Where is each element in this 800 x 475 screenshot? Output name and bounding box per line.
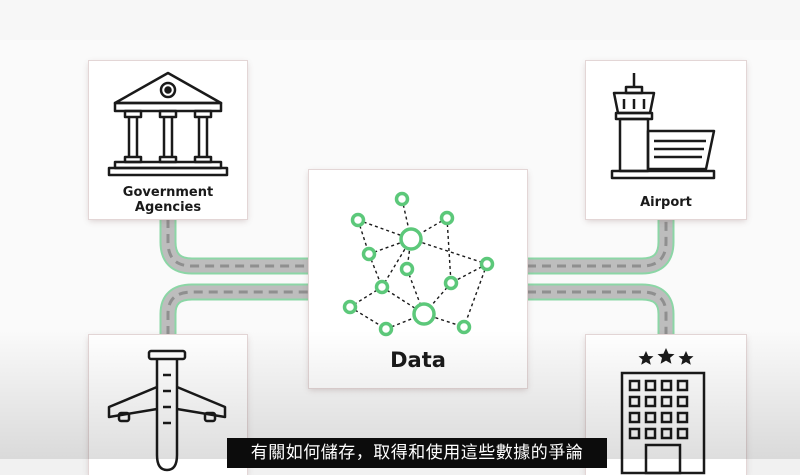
label-line-1: Government (122, 185, 214, 200)
network-graph-icon (342, 191, 495, 337)
road-data-airport (518, 210, 675, 275)
road-data-hotel (518, 283, 675, 344)
road-government-data (159, 210, 318, 275)
hotel-icon (620, 348, 706, 475)
label-government-agencies: Government Agencies (89, 185, 247, 215)
node-government-agencies: Government Agencies (89, 61, 247, 219)
node-airplane (89, 335, 247, 475)
label-line-2: Agencies (134, 200, 202, 215)
label-data: Data (390, 348, 446, 372)
control-tower-icon (610, 73, 716, 180)
road-airplane-data (159, 283, 318, 344)
top-band (0, 0, 800, 40)
video-subtitle: 有關如何儲存，取得和使用這些數據的爭論 (227, 438, 607, 468)
node-airport: Airport (586, 61, 746, 219)
road-connections (159, 210, 675, 344)
node-hotel (586, 335, 746, 475)
airplane-icon (107, 349, 227, 472)
star-icon (638, 348, 694, 365)
government-building-icon (107, 71, 229, 177)
node-data: Data (309, 170, 527, 388)
label-airport: Airport (640, 195, 692, 210)
